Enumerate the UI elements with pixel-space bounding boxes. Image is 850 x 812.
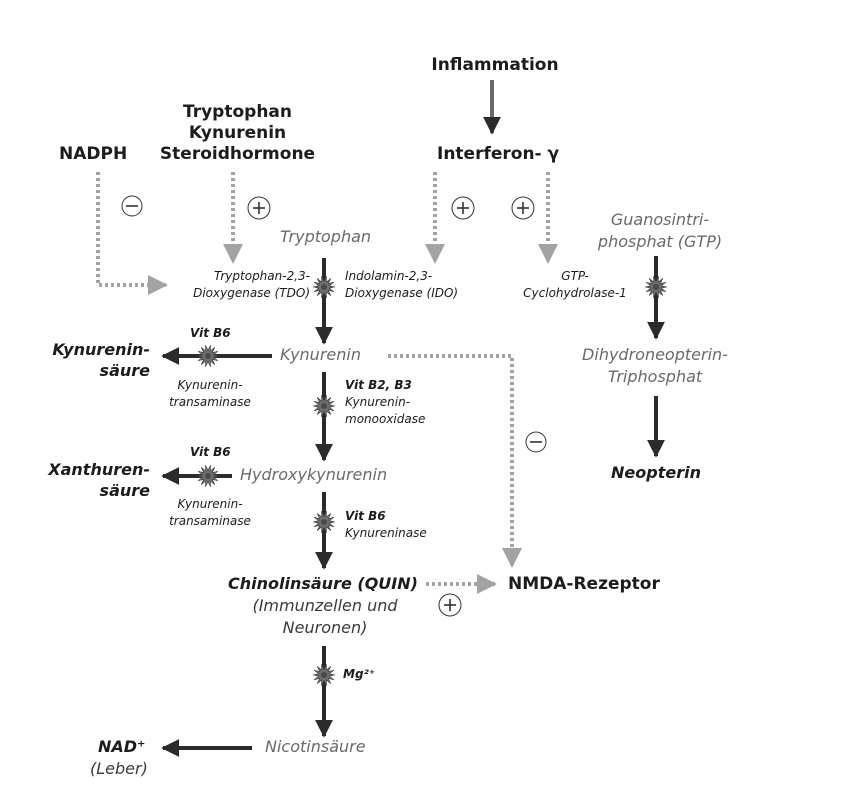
enzyme-burst-kynureninase [312,511,336,533]
enzyme-tdo-line2: Dioxygenase (TDO) [193,286,310,300]
node-chinolinsaeure-note-line1: (Immunzellen und [252,596,398,615]
enzyme-ido-line2: Dioxygenase (IDO) [345,286,459,300]
enzyme-kat1-line1: Kynurenin- [177,378,243,392]
enzyme-kat2-line2: transaminase [169,514,251,528]
node-xanthurensaeure-line2: säure [99,481,150,500]
plus-circle-gtpch [511,196,535,220]
cofactor-vitb2-b3: Vit B2, B3 [345,378,412,392]
enzyme-burst-core [205,353,211,359]
plus-circle-steroid [247,196,271,220]
node-gtp-line1: Guanosintri- [610,210,710,229]
enzyme-gtpch-line1: GTP- [561,269,589,283]
enzyme-burst-gtpch [644,276,668,298]
node-xanthurensaeure-line1: Xanthuren- [48,460,150,479]
cofactor-mg: Mg²⁺ [343,667,376,681]
minus-circle-nmda [525,431,547,453]
enzyme-tdo-line1: Tryptophan-2,3- [213,269,310,283]
enzyme-ido-line1: Indolamin-2,3- [345,269,433,283]
node-interferon-gamma: Interferon- γ [437,144,560,164]
node-nad: NAD⁺ [98,737,146,756]
node-dihydroneopterin-line2: Triphosphat [607,367,703,386]
enzyme-burst-core [321,403,327,409]
enzyme-kat2-line1: Kynurenin- [177,497,243,511]
node-nicotinsaeure: Nicotinsäure [265,737,366,756]
enzyme-kynureninase: Kynureninase [345,526,427,540]
plus-circle-nmda [438,593,462,617]
plus-circle-ido [451,196,475,220]
enzyme-burst-kmo [312,395,336,417]
enzyme-burst-core [321,284,327,290]
node-gtp-line2: phosphat (GTP) [597,232,723,251]
node-kynureninsaeure-line2: säure [99,361,150,380]
cofactor-vitb6-kat1: Vit B6 [190,326,231,340]
node-chinolinsaeure: Chinolinsäure (QUIN) [228,574,418,593]
minus-circle-nadph [121,195,143,217]
node-tryptophan: Tryptophan [280,227,372,246]
enzyme-burst-mg [312,664,336,686]
enzyme-kat1-line2: transaminase [169,395,251,409]
enzyme-burst-ido [312,276,336,298]
cofactor-vitb6-kynureninase: Vit B6 [345,509,386,523]
dotted-arrow-kynurenin-nmda [388,354,522,568]
enzyme-kmo-line1: Kynurenin- [345,395,411,409]
enzyme-burst-core [653,284,659,290]
node-nad-note: (Leber) [90,759,148,778]
enzyme-burst-kat2 [196,465,220,487]
node-kynurenin: Kynurenin [280,345,361,364]
node-chinolinsaeure-note-line2: Neuronen) [282,618,368,637]
node-tryptophan-input: Tryptophan [182,102,292,122]
node-kynureninsaeure-line1: Kynurenin- [52,340,150,359]
node-nadph: NADPH [59,144,128,164]
node-hydroxykynurenin: Hydroxykynurenin [240,465,388,484]
node-neopterin: Neopterin [611,463,701,482]
enzyme-burst-kat1 [196,345,220,367]
enzyme-burst-core [321,519,327,525]
node-steroidhormone: Steroidhormone [159,144,316,164]
node-nmda-rezeptor: NMDA-Rezeptor [508,574,660,594]
enzyme-burst-core [321,672,327,678]
node-inflammation: Inflammation [431,55,559,75]
enzyme-gtpch-line2: Cyclohydrolase-1 [523,286,627,300]
node-dihydroneopterin-line1: Dihydroneopterin- [582,345,728,364]
cofactor-vitb6-kat2: Vit B6 [190,445,231,459]
dotted-arrow-nadph-tdo [96,172,168,295]
enzyme-burst-core [205,473,211,479]
node-kynurenin-input: Kynurenin [188,123,287,143]
enzyme-kmo-line2: monooxidase [345,412,426,426]
